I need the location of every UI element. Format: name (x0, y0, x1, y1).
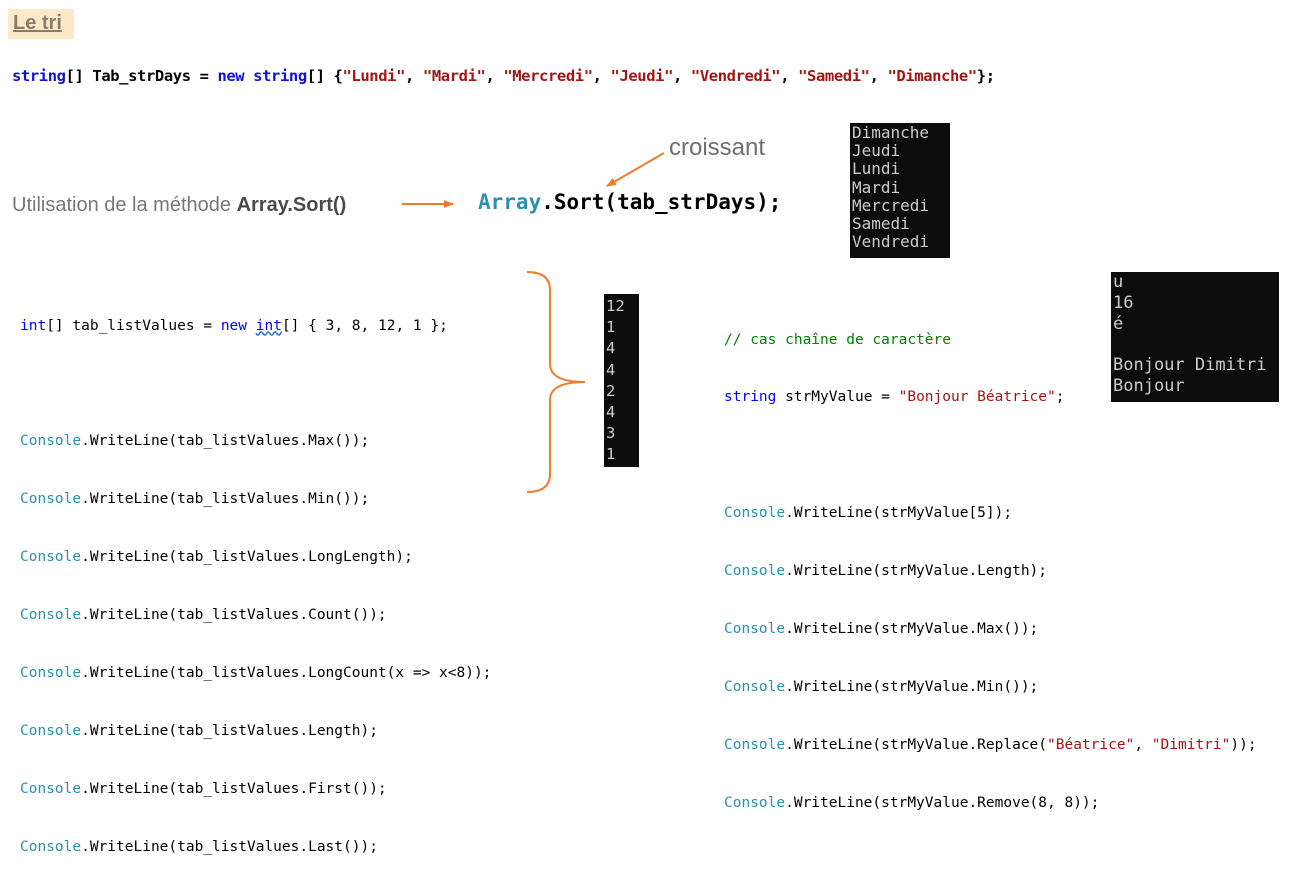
console-line (1113, 334, 1279, 355)
code-line: Console.WriteLine(strMyValue.Replace("Bé… (724, 736, 1257, 753)
code-line: Console.WriteLine(tab_listValues.Count()… (20, 607, 387, 624)
sort-method-name: Array.Sort() (236, 194, 347, 216)
console-line: 16 (1113, 292, 1134, 313)
console-line: Jeudi (852, 141, 901, 161)
code-line: Console.WriteLine(tab_listValues.LongCou… (20, 664, 492, 681)
day-literal: "Mercredi" (503, 67, 593, 85)
title-highlight (8, 9, 74, 39)
code-line: Console.WriteLine(tab_listValues.LongLen… (20, 549, 413, 566)
day-literal: "Vendredi" (690, 67, 781, 85)
annotation-arrows (402, 152, 665, 493)
section-title: Le tri (13, 12, 62, 34)
code-line: Console.WriteLine(strMyValue[5]); (724, 505, 1013, 522)
code-line: Console.WriteLine(tab_listValues.Length)… (20, 722, 378, 739)
ascending-annotation: croissant (669, 134, 766, 161)
code-line: Console.WriteLine(tab_listValues.Max()); (20, 433, 370, 450)
console-line: é (1113, 313, 1124, 334)
code-line: int[] tab_listValues = new int[] { 3, 8,… (20, 317, 448, 334)
code-line: Console.WriteLine(strMyValue.Remove(8, 8… (724, 794, 1100, 811)
console-line: Samedi (852, 214, 910, 234)
console-line: Bonjour (1113, 375, 1185, 396)
arrow-diagonal-icon (606, 152, 665, 187)
console-line: Lundi (852, 159, 901, 179)
console-line: 4 (606, 403, 616, 422)
console-line: Vendredi (852, 232, 930, 252)
int-array-code: int[] tab_listValues = new int[] { 3, 8,… (20, 278, 491, 876)
code-line: Console.WriteLine(strMyValue.Min()); (724, 678, 1039, 695)
sort-call-code: Array.Sort(tab_strDays); (478, 190, 782, 214)
keyword-new: new (217, 67, 245, 85)
console-line: 3 (606, 424, 616, 443)
code-line: Console.WriteLine(tab_listValues.Min()); (20, 491, 370, 508)
day-literal: "Lundi" (342, 67, 406, 85)
int-results-console: 12 1 4 4 2 4 3 1 (604, 294, 639, 467)
console-line: Dimanche (852, 123, 930, 142)
code-comment: // cas chaîne de caractère (724, 331, 951, 348)
brace-icon (526, 271, 586, 493)
console-line: 1 (606, 445, 616, 464)
code-line: Console.WriteLine(tab_listValues.Last())… (20, 838, 378, 855)
code-line: Console.WriteLine(strMyValue.Max()); (724, 621, 1039, 638)
code-line: Console.WriteLine(tab_listValues.First()… (20, 780, 387, 797)
day-literal: "Jeudi" (610, 67, 674, 85)
console-line: 4 (606, 360, 616, 379)
console-line: 1 (606, 318, 616, 337)
array-declaration-code: string[] Tab_strDays = new string[] {"Lu… (12, 67, 995, 85)
console-line: 4 (606, 339, 616, 358)
day-literal: "Mardi" (422, 67, 486, 85)
array-class: Array (478, 190, 542, 214)
day-literal: "Dimanche" (887, 67, 977, 85)
console-line: u (1113, 272, 1124, 292)
code-line: Console.WriteLine(strMyValue.Length); (724, 563, 1048, 580)
console-line: 12 (606, 297, 625, 315)
console-line: 2 (606, 381, 616, 400)
console-line: Mercredi (852, 195, 930, 215)
code-line: string strMyValue = "Bonjour Béatrice"; (724, 389, 1065, 406)
variable-name: Tab_strDays (92, 67, 191, 85)
day-literal: "Samedi" (798, 67, 870, 85)
console-line: Bonjour Dimitri (1113, 355, 1267, 376)
console-line: Mardi (852, 177, 901, 197)
keyword-string: string (12, 67, 66, 85)
sort-method-label: Utilisation de la méthode Array.Sort() (12, 194, 347, 216)
